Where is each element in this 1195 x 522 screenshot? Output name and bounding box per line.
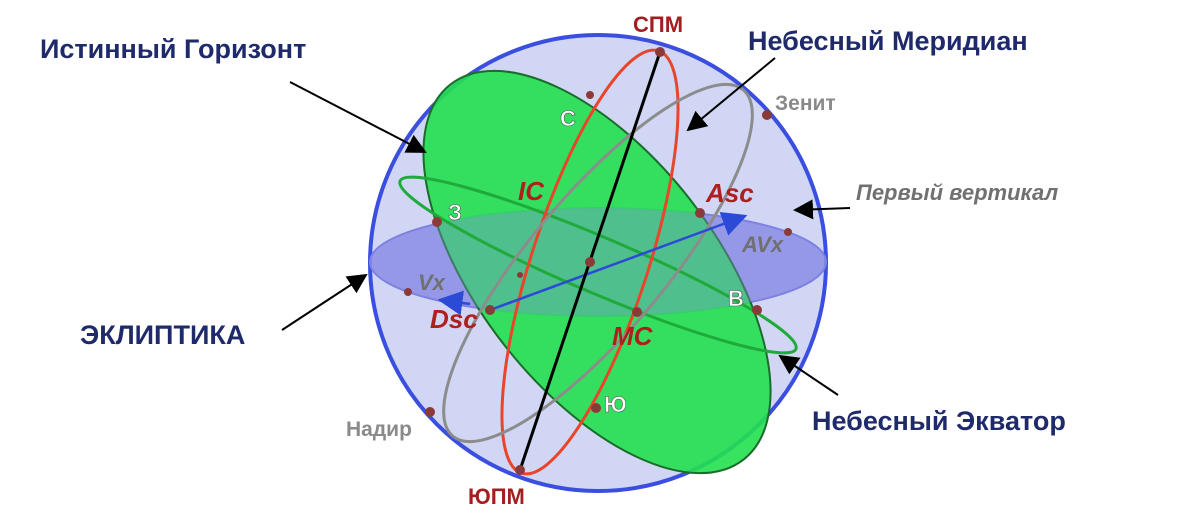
dsc-label: Dsc	[430, 304, 478, 334]
prime-vertical-label: Первый вертикал	[856, 180, 1058, 205]
ic-label: IC	[518, 176, 545, 206]
prime-vertical-ring	[442, 82, 754, 444]
north-label: С	[560, 106, 576, 131]
vertex-label: Vx	[418, 270, 446, 295]
true-horizon-plane	[422, 69, 772, 475]
west-label: З	[448, 200, 462, 225]
asc-label: Asc	[705, 178, 754, 208]
celestial-meridian-label: Небесный Меридиан	[748, 26, 1028, 56]
celestial-equator-label: Небесный Экватор	[812, 406, 1066, 436]
zenith-label: Зенит	[775, 92, 836, 115]
true-horizon-label: Истинный Горизонт	[40, 34, 306, 64]
ecliptic-arrow	[437, 290, 471, 316]
east-label: В	[728, 286, 744, 311]
horizon-pointer	[289, 81, 427, 153]
meridian-pointer	[686, 57, 776, 132]
nadir-label: Надир	[346, 418, 412, 441]
antivertex-label: AVx	[741, 232, 784, 257]
south-label: Ю	[604, 392, 627, 417]
celestial-equator-ring	[398, 175, 798, 355]
ascendant-axis	[489, 212, 748, 312]
points	[404, 47, 792, 475]
ecliptic-label: ЭКЛИПТИКА	[80, 320, 245, 350]
north-pole-label: СПМ	[633, 12, 683, 37]
mc-label: MC	[612, 321, 654, 351]
ecliptic-pointer	[281, 273, 368, 331]
equator-pointer	[778, 354, 839, 396]
south-pole-label: ЮПМ	[468, 484, 525, 509]
prime-vertical-pointer	[793, 199, 851, 220]
